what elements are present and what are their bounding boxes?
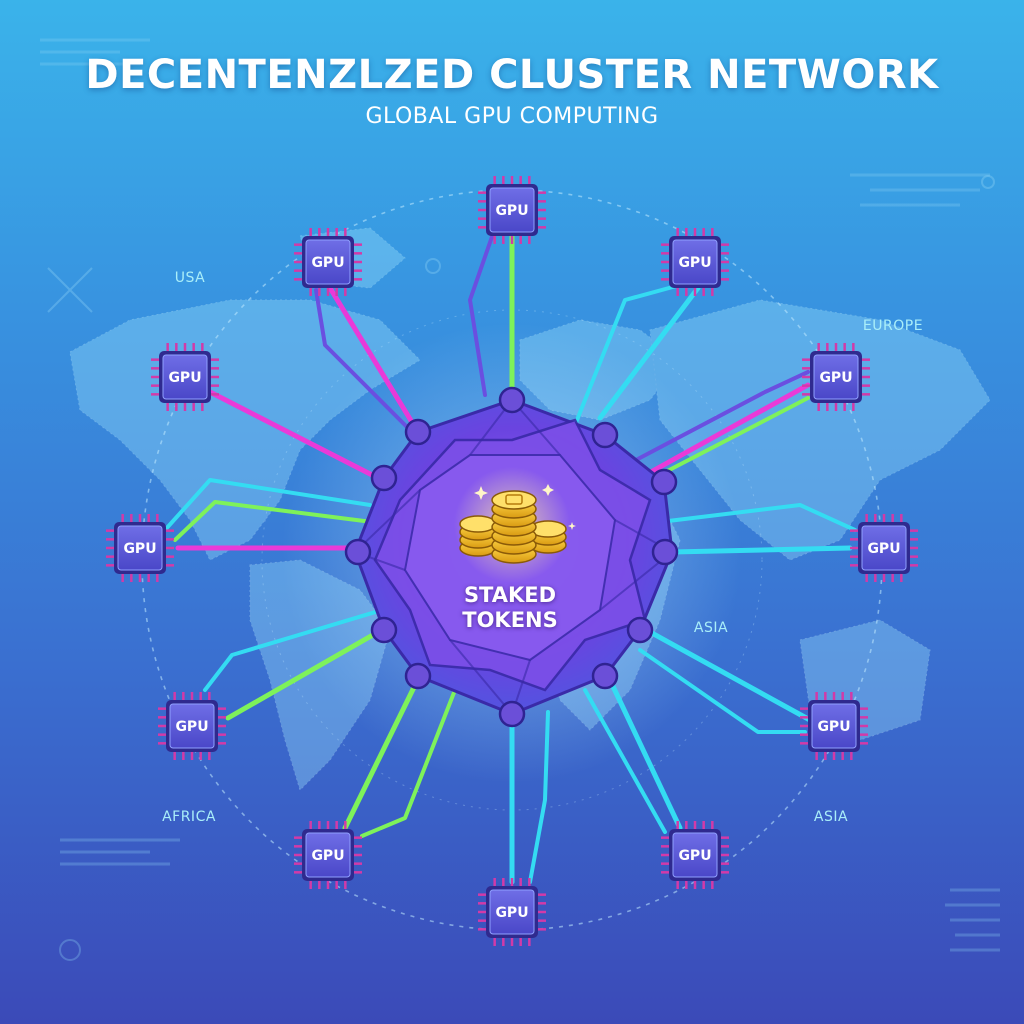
data-stripes-decoration (40, 38, 1000, 952)
chip-face (489, 889, 535, 935)
region-label-africa: AFRICA (162, 809, 216, 825)
chip-pins (106, 514, 174, 582)
gpu-label: GPU (678, 848, 711, 864)
core-label-line2: TOKENS (462, 608, 558, 632)
gpu-chip-top: GPU (478, 176, 546, 244)
chip-pins (661, 821, 729, 889)
chip-pins (850, 514, 918, 582)
chip-face (672, 832, 718, 878)
gpu-label: GPU (311, 255, 344, 271)
gpu-chip-upper-left: GPU (294, 228, 362, 296)
chip-face (861, 525, 907, 571)
gpu-label: GPU (175, 719, 208, 735)
gpu-label: GPU (495, 905, 528, 921)
chip-face (305, 832, 351, 878)
gpu-chip-upper-right: GPU (661, 228, 729, 296)
chip-pins (661, 228, 729, 296)
connection-line (573, 283, 682, 427)
connection-line (327, 285, 421, 435)
core-vertex-nodes (344, 386, 679, 728)
connection-line (648, 396, 810, 482)
gpu-label: GPU (817, 719, 850, 735)
gpu-chip-bottom-right: GPU (661, 821, 729, 889)
chip-face (169, 703, 215, 749)
chip-face (811, 703, 857, 749)
connection-line (203, 608, 384, 692)
chip-pins (478, 878, 546, 946)
gpu-label: GPU (867, 541, 900, 557)
staked-tokens-label: STAKED TOKENS (430, 583, 590, 633)
gpu-label: GPU (495, 203, 528, 219)
chip-pins (151, 343, 219, 411)
connection-line (647, 629, 813, 723)
chip-pins (294, 228, 362, 296)
connection-line (658, 503, 857, 532)
gpu-label: GPU (123, 541, 156, 557)
gpu-chip-left-upper: GPU (151, 343, 219, 411)
region-label-asia: ASIA (693, 620, 729, 636)
connection-line (342, 672, 423, 831)
gpu-chip-right-mid: GPU (850, 514, 918, 582)
coin-stack-icon (454, 467, 576, 583)
ring-decoration-icon (59, 939, 81, 961)
ring-decoration-icon (425, 258, 441, 274)
gpu-chip-left-mid: GPU (106, 514, 174, 582)
chip-pins (800, 692, 868, 760)
page-title: DECENTENZLZED CLUSTER NETWORK (85, 52, 939, 98)
core-label-line1: STAKED (463, 583, 557, 607)
connections (163, 225, 857, 885)
connection-line (637, 382, 811, 481)
chip-face (162, 354, 208, 400)
chip-pins (478, 176, 546, 244)
gpu-chip-left-lower: GPU (158, 692, 226, 760)
cross-decoration-icon (47, 267, 93, 313)
gpu-label: GPU (311, 848, 344, 864)
connection-line (634, 370, 810, 462)
connection-line (225, 625, 388, 721)
gpu-nodes: GPU GPU GPU GPU GPU GPU GPU GPU GPU GPU GPU GPU (106, 176, 918, 946)
chip-pins (158, 692, 226, 760)
page-subtitle: GLOBAL GPU COMPUTING (365, 104, 659, 129)
region-label-usa: USA (174, 270, 206, 286)
connection-line (597, 285, 701, 421)
gpu-chip-right-upper: GPU (802, 343, 870, 411)
chip-face (305, 239, 351, 285)
connection-line (583, 688, 667, 834)
region-label-asia-south: ASIA (813, 809, 849, 825)
chip-face (672, 239, 718, 285)
map-north-america (69, 299, 421, 561)
connection-line (669, 545, 853, 555)
connection-line (607, 677, 683, 831)
gpu-label: GPU (168, 370, 201, 386)
connection-line (163, 478, 372, 532)
connection-line (173, 500, 374, 542)
connection-line (314, 288, 412, 432)
connection-line (360, 688, 457, 838)
connection-line (638, 648, 807, 734)
chip-face (117, 525, 163, 571)
gpu-chip-bottom-left: GPU (294, 821, 362, 889)
connection-line (468, 226, 497, 397)
chip-face (489, 187, 535, 233)
gpu-label: GPU (678, 255, 711, 271)
chip-face (813, 354, 859, 400)
connection-line (207, 389, 381, 481)
gpu-label: GPU (819, 370, 852, 386)
connection-line (528, 710, 550, 884)
background-decoration (40, 38, 1000, 961)
chip-pins (294, 821, 362, 889)
chip-pins (802, 343, 870, 411)
gpu-chip-bottom: GPU (478, 878, 546, 946)
gpu-chip-right-lower: GPU (800, 692, 868, 760)
ring-decoration-icon (981, 175, 995, 189)
region-label-europe: EUROPE (862, 318, 924, 334)
sparkle-icon (474, 484, 576, 530)
staked-tokens-core (344, 386, 679, 728)
